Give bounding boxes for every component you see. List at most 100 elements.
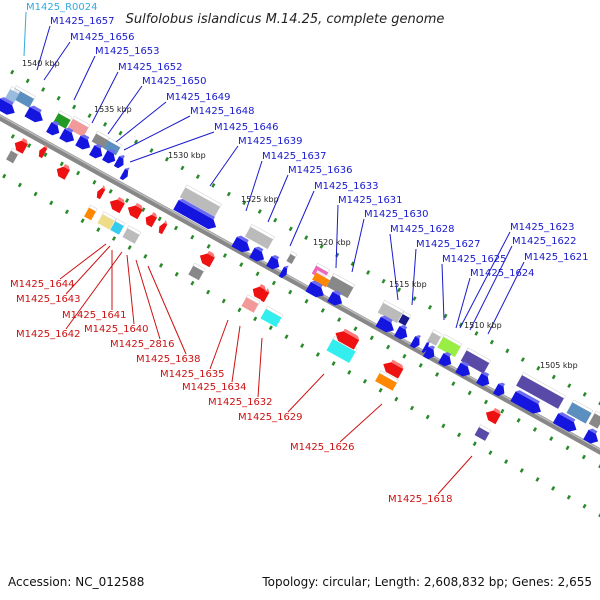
tick-dot (456, 432, 462, 438)
tick-dot (268, 325, 273, 331)
forward-gene-arrow (113, 155, 125, 169)
forward-gene-arrow (455, 361, 471, 377)
tick-dot (304, 235, 309, 240)
tick-dot (27, 143, 32, 148)
tick-dot (516, 417, 521, 423)
tick-dot (118, 130, 123, 136)
tick-dot (164, 156, 170, 162)
tick-dot (273, 217, 278, 223)
forward-gene-arrow (0, 97, 15, 115)
kbp-label: 1510 kbp (464, 321, 502, 330)
tick-dot (335, 252, 340, 258)
map-title: Sulfolobus islandicus M.14.25, complete … (126, 12, 445, 27)
tick-dot (222, 253, 228, 258)
forward-gene-arrow (119, 167, 130, 181)
gene-label-forward: M1425_1633 (314, 181, 379, 192)
tick-dot (284, 334, 289, 340)
gene-label-forward: M1425_1653 (95, 46, 160, 57)
gene-label-forward: M1425_1649 (166, 92, 231, 103)
tick-dot (173, 225, 179, 231)
gene-block (84, 204, 98, 221)
gene-label-reverse: M1425_1626 (290, 442, 355, 453)
tick-dot (17, 182, 22, 188)
gene-labels: M1425_R0024M1425_1657M1425_1656M1425_165… (10, 2, 589, 505)
tick-dot (64, 209, 70, 215)
reverse-gene-arrow (158, 220, 168, 235)
gene-label-forward: M1425_1624 (470, 268, 535, 279)
tick-dot (549, 436, 554, 442)
gene-label-forward: M1425_1656 (70, 32, 135, 43)
tick-dot (257, 209, 262, 214)
gene-label-forward: M1425_1639 (238, 136, 303, 147)
forward-gene-arrow (89, 144, 103, 159)
forward-gene-arrow (438, 352, 452, 367)
gene-label-reverse: M1425_1640 (84, 324, 149, 335)
reverse-gene-arrow (252, 283, 266, 300)
gene-block (53, 110, 73, 129)
tick-dot (331, 361, 336, 366)
gene-label-forward: M1425_1630 (364, 209, 429, 220)
tick-dot (253, 316, 258, 322)
tick-dot (402, 353, 407, 359)
tick-dot (190, 234, 195, 240)
tick-dot (10, 134, 15, 139)
gene-label-forward: M1425_1622 (512, 236, 577, 247)
tick-dot (598, 512, 600, 518)
gene-label-reverse: M1425_1644 (10, 279, 75, 290)
tick-dot (33, 191, 38, 197)
tick-dot (43, 152, 48, 158)
kbp-label: 1535 kbp (94, 105, 132, 114)
tick-dot (581, 454, 586, 460)
gene-block (460, 347, 491, 374)
tick-dot (441, 423, 446, 429)
tick-dot (532, 427, 538, 432)
reverse-gene-arrow (383, 359, 404, 379)
forward-gene-arrow (409, 335, 421, 349)
gene-block (312, 269, 332, 288)
gene-block (6, 147, 20, 164)
gene-label-reverse: M1425_1618 (388, 494, 453, 505)
kbp-label: 1505 kbp (540, 361, 578, 370)
tick-dot (598, 463, 600, 469)
tick-dot (353, 326, 358, 332)
kbp-label: 1530 kbp (168, 151, 206, 160)
tick-dot (133, 139, 139, 145)
gene-label-reverse: M1425_1632 (208, 397, 273, 408)
forward-gene-arrow (492, 382, 506, 397)
tick-dot (92, 179, 97, 185)
reverse-gene-arrow (485, 407, 501, 425)
reverse-gene-arrow (145, 212, 158, 228)
gene-block (244, 224, 275, 250)
reverse-gene-arrow (14, 137, 28, 154)
reverse-gene-arrow (127, 202, 143, 220)
gene-block (516, 372, 566, 409)
tick-dot (158, 262, 164, 268)
tick-dot (76, 170, 81, 176)
gene-block (326, 273, 356, 299)
tick-dot (288, 226, 293, 232)
kbp-label: 1515 kbp (389, 280, 427, 289)
gene-label-reverse: M1425_1638 (136, 354, 201, 365)
kbp-label: 1520 kbp (313, 238, 351, 247)
tick-dot (598, 400, 600, 406)
tick-dot (394, 396, 399, 402)
tick-dot (141, 207, 146, 213)
tick-dot (271, 280, 276, 286)
tick-dot (535, 477, 540, 482)
forward-gene-arrow (422, 345, 436, 360)
gene-block (110, 218, 126, 235)
tick-dot (226, 191, 231, 197)
tick-dot (102, 122, 108, 127)
tick-dot (206, 289, 211, 295)
tick-dot (59, 161, 64, 167)
gene-block (377, 300, 404, 324)
gene-block (375, 370, 399, 391)
tick-dot (443, 313, 448, 319)
gene-label-reverse: M1425_1642 (16, 329, 81, 340)
tick-dot (378, 387, 383, 393)
gene-label-forward: M1425_1652 (118, 62, 183, 73)
forward-gene-arrow (231, 235, 250, 253)
tick-dot (467, 390, 472, 396)
tick-dot (221, 298, 226, 304)
tick-dot (242, 200, 247, 206)
